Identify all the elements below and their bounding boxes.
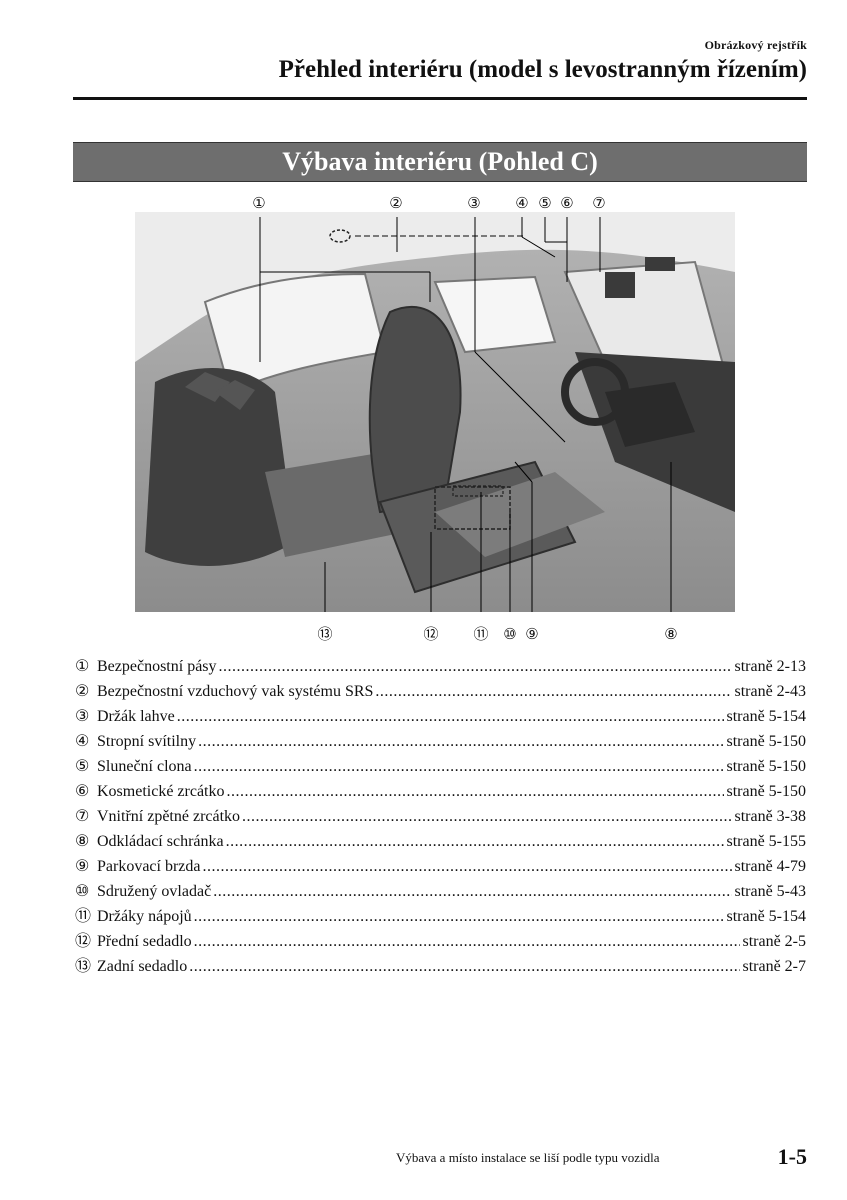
callout-12: ⑫ — [423, 627, 439, 643]
callout-4: ④ — [515, 196, 529, 212]
callout-5: ⑤ — [538, 196, 552, 212]
callout-2: ② — [389, 196, 403, 212]
callout-7: ⑦ — [592, 196, 606, 212]
callout-10: ⑩ — [503, 627, 517, 643]
callout-9: ⑨ — [525, 627, 539, 643]
title-rule — [73, 97, 807, 100]
callout-6: ⑥ — [560, 196, 574, 212]
callout-8: ⑧ — [664, 627, 678, 643]
footer-note: Výbava a místo instalace se liší podle t… — [396, 1150, 660, 1165]
callout-11: ⑪ — [473, 627, 489, 643]
page-number: 1-5 — [777, 1144, 807, 1169]
callout-13: ⑬ — [317, 627, 333, 643]
car-interior-illustration — [135, 212, 735, 612]
section-label: Obrázkový rejstřík — [704, 38, 807, 52]
callout-1: ① — [252, 196, 266, 212]
callout-3: ③ — [467, 196, 481, 212]
section-banner: Výbava interiéru (Pohled C) — [73, 142, 807, 182]
page-title: Přehled interiéru (model s levostranným … — [278, 56, 807, 83]
